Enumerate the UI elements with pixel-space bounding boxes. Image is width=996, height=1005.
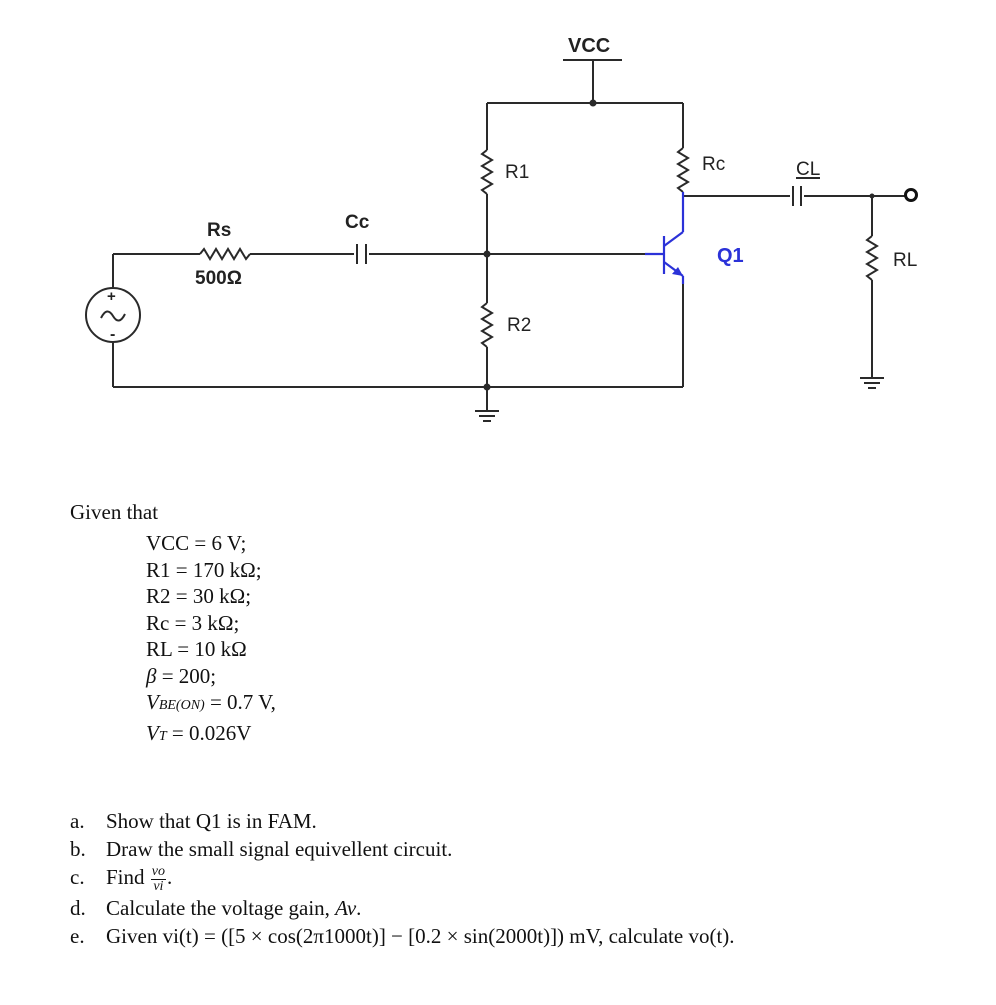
given-title: Given that bbox=[70, 500, 159, 524]
rs-value: 500Ω bbox=[195, 268, 242, 289]
voltage-gain-symbol: Av bbox=[335, 895, 357, 920]
vbe-symbol: V bbox=[146, 690, 159, 714]
output-terminal bbox=[904, 188, 918, 202]
question-c-text: Find bbox=[106, 865, 145, 889]
given-vt: VT = 0.026V bbox=[146, 720, 276, 751]
given-vcc: VCC = 6 V; bbox=[146, 531, 247, 555]
question-d-end: . bbox=[356, 895, 362, 920]
vcc-node bbox=[589, 99, 597, 107]
q1-emitter-arrow bbox=[672, 267, 683, 276]
rs-label: Rs bbox=[207, 220, 231, 241]
question-list: a. Show that Q1 is in FAM. b. Draw the sma… bbox=[70, 807, 735, 950]
r1-resistor bbox=[480, 149, 494, 195]
question-b-letter: b. bbox=[70, 837, 86, 861]
r2-resistor bbox=[480, 302, 494, 348]
rc-resistor bbox=[676, 147, 690, 193]
vbe-subscript: BE(ON) bbox=[158, 698, 205, 713]
ground-node bbox=[483, 383, 491, 391]
question-e-text: Given vi(t) = ([5 × cos(2π1000t)] − [0.2… bbox=[106, 923, 735, 948]
question-d: d. Calculate the voltage gain, Av. bbox=[70, 894, 735, 922]
q1-collector-diag bbox=[663, 231, 684, 247]
q1-label: Q1 bbox=[717, 245, 744, 267]
given-r2: R2 = 30 kΩ; bbox=[146, 584, 252, 608]
given-r1: R1 = 170 kΩ; bbox=[146, 557, 262, 582]
given-rl: RL = 10 kΩ bbox=[146, 637, 247, 661]
rl-label: RL bbox=[893, 250, 917, 271]
rl-resistor bbox=[865, 235, 879, 281]
beta-symbol: β bbox=[146, 663, 157, 688]
question-d-letter: d. bbox=[70, 895, 86, 920]
question-c-end: . bbox=[166, 865, 173, 889]
fraction-denominator: vi bbox=[153, 878, 164, 894]
vt-value: = 0.026V bbox=[166, 720, 252, 745]
fraction-numerator: vo bbox=[150, 863, 166, 880]
rc-label: Rc bbox=[702, 154, 725, 175]
r2-label: R2 bbox=[507, 315, 531, 336]
question-a-text: Show that Q1 is in FAM. bbox=[106, 809, 317, 833]
beta-value: = 200; bbox=[156, 663, 217, 688]
question-a: a. Show that Q1 is in FAM. bbox=[70, 807, 735, 835]
question-c-letter: c. bbox=[70, 865, 85, 889]
given-beta: β = 200; bbox=[146, 663, 276, 690]
question-d-text: Calculate the voltage gain, bbox=[106, 895, 336, 920]
given-rc: Rc = 3 kΩ; bbox=[146, 610, 240, 635]
rs-resistor bbox=[199, 247, 251, 261]
cc-label: Cc bbox=[345, 212, 370, 233]
question-a-letter: a. bbox=[70, 809, 85, 833]
circuit-diagram: VCC R1 Rc CL RL Q1 R2 Cc bbox=[85, 35, 918, 422]
source-sine-icon bbox=[100, 310, 126, 322]
cl-label: CL bbox=[796, 159, 820, 180]
question-b: b. Draw the small signal equivellent circ… bbox=[70, 835, 735, 863]
question-b-text: Draw the small signal equivellent circui… bbox=[106, 837, 453, 861]
given-list: VCC = 6 V; R1 = 170 kΩ; R2 = 30 kΩ; Rc =… bbox=[146, 530, 276, 750]
vcc-label: VCC bbox=[568, 35, 610, 57]
source-plus: + bbox=[107, 288, 116, 305]
vt-subscript: T bbox=[158, 728, 167, 744]
question-e: e. Given vi(t) = ([5 × cos(2π1000t)] − [0… bbox=[70, 922, 735, 950]
vt-symbol: V bbox=[146, 720, 159, 745]
vbe-value: = 0.7 V, bbox=[204, 690, 276, 714]
source-circle bbox=[85, 287, 141, 343]
source-minus: - bbox=[110, 326, 115, 343]
question-e-letter: e. bbox=[70, 923, 85, 948]
given-vbe: VBE(ON) = 0.7 V, bbox=[146, 689, 276, 720]
r1-label: R1 bbox=[505, 162, 529, 183]
